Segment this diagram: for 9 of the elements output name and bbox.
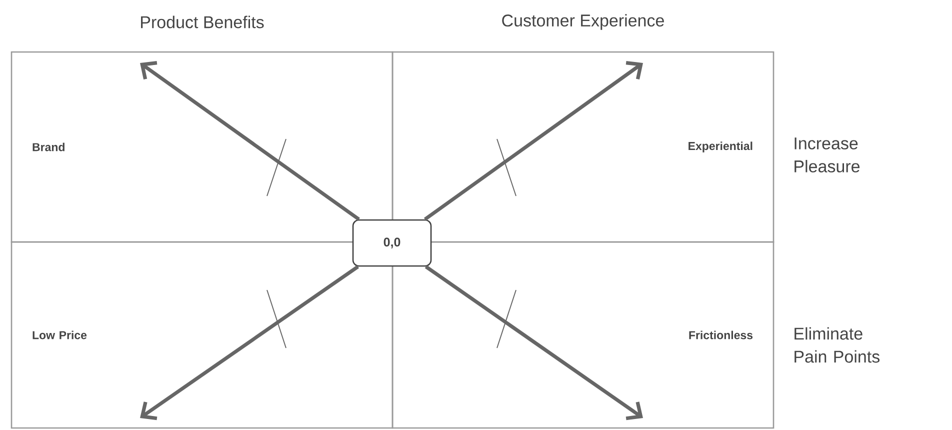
- heading-text: Eliminate Pain Points: [794, 327, 880, 363]
- heading-text: Increase Pleasure: [794, 138, 860, 172]
- arrow: [140, 265, 360, 420]
- arrow: [424, 61, 644, 221]
- heading-text: Customer Experience: [502, 14, 664, 30]
- arrow: [424, 265, 643, 420]
- arrow: [140, 61, 360, 221]
- origin-box: 0,0: [352, 219, 432, 267]
- heading-text: Product Benefits: [141, 16, 264, 28]
